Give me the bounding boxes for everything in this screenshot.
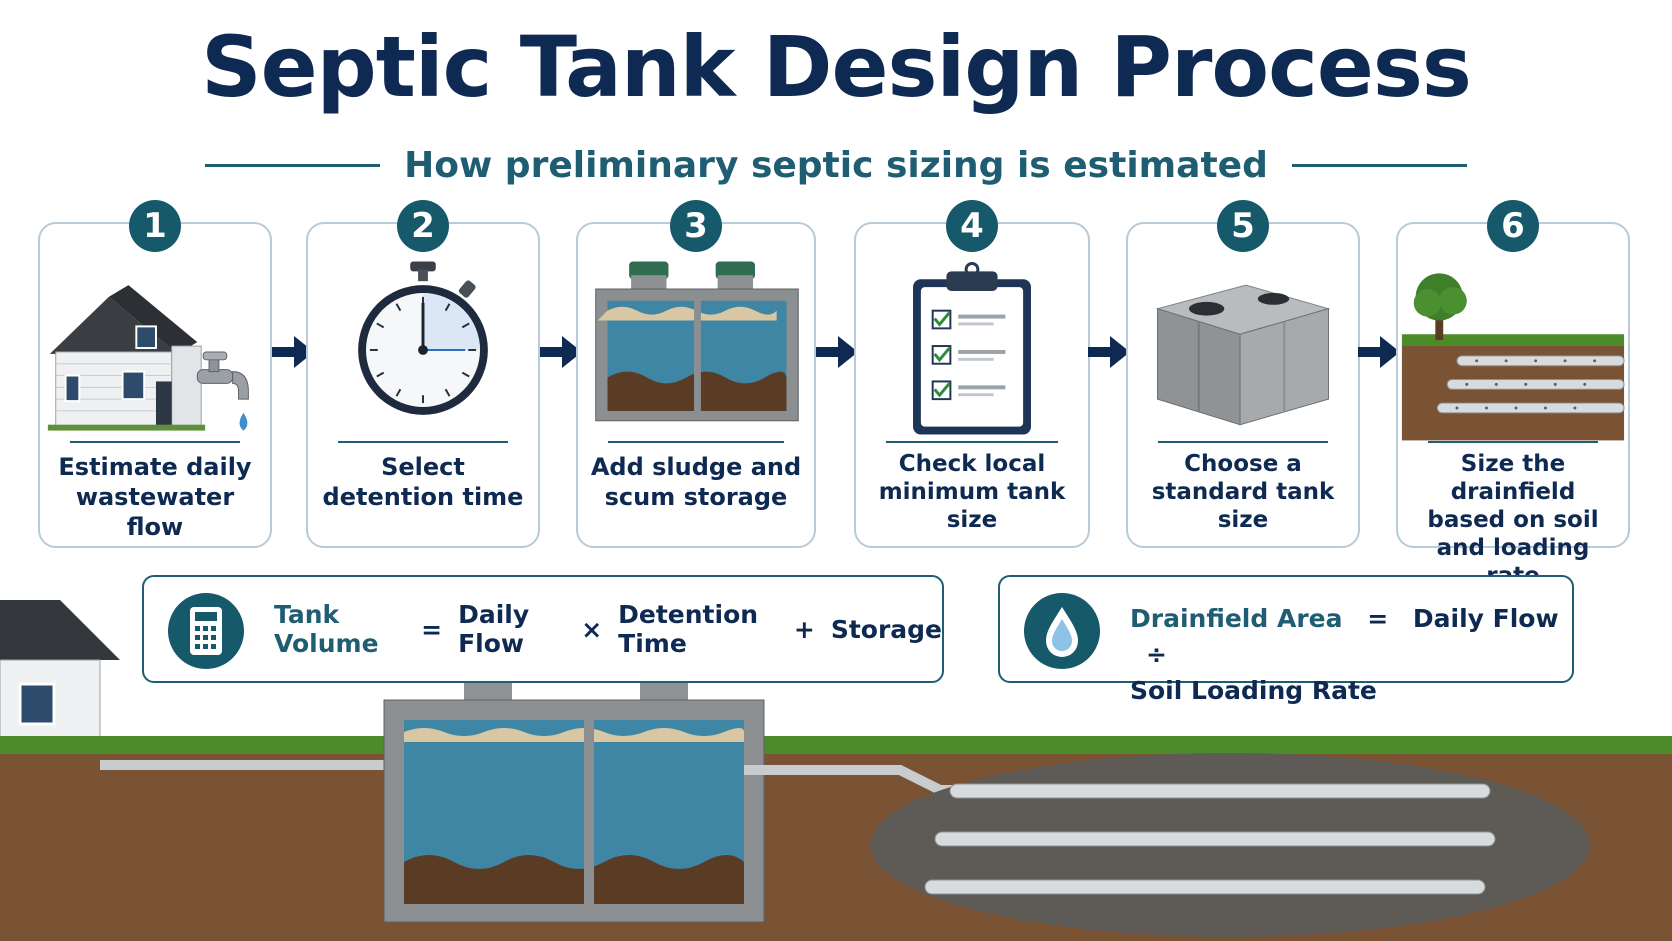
drainfield-area-formula: Drainfield Area = Daily Flow ÷ Soil Load…: [998, 575, 1574, 705]
concrete-tank-icon: [1155, 284, 1331, 426]
step-card-6: 6 Size the drainfield based on soil and …: [1396, 200, 1630, 589]
equals-sign: =: [1367, 604, 1389, 633]
formula-term: Soil Loading Rate: [1130, 676, 1377, 705]
formula-expression: Tank Volume = Daily Flow × Detention Tim…: [274, 577, 942, 681]
house-faucet-icon: [47, 285, 249, 431]
step-number: 5: [1217, 200, 1269, 252]
step-label: Choose a standard tank size: [1151, 451, 1335, 533]
step-card-5: 5 Choose a standard tank size: [1126, 200, 1360, 548]
grass-layer: [0, 736, 1672, 754]
step-divider: [1428, 441, 1598, 443]
drain-pipe: [934, 831, 1496, 847]
multiply-sign: ×: [581, 614, 603, 644]
arrow-right-icon: [1088, 336, 1130, 368]
formula-result: Drainfield Area: [1130, 604, 1343, 633]
tank-cross-section-icon: [595, 261, 799, 422]
water-drop-icon: [1024, 593, 1100, 669]
page-title: Septic Tank Design Process: [201, 18, 1472, 116]
subtitle-rule-right: [1291, 163, 1467, 167]
step-card-1: 1 Estimate daily wastewater flow: [38, 200, 272, 548]
divide-sign: ÷: [1146, 640, 1167, 669]
arrow-right-icon: [540, 336, 582, 368]
formula-result: Tank Volume: [274, 600, 379, 658]
step-card-3: 3 Add sludge and scum storage: [576, 200, 816, 548]
drain-pipe: [949, 783, 1491, 799]
step-divider: [1158, 441, 1328, 443]
arrow-right-icon: [816, 336, 858, 368]
step-label: Select detention time: [322, 453, 524, 511]
step-card-2: 2 Select detention time: [306, 200, 540, 548]
formula-term: Daily Flow: [458, 600, 530, 658]
step-divider: [886, 441, 1058, 443]
step-label: Size the drainfield based on soil and lo…: [1427, 451, 1599, 589]
step-number: 4: [946, 200, 998, 252]
arrow-right-icon: [1358, 336, 1400, 368]
step-label: Estimate daily wastewater flow: [58, 453, 252, 541]
tank-volume-formula: Tank Volume = Daily Flow × Detention Tim…: [142, 575, 944, 683]
step-number: 2: [397, 200, 449, 252]
subtitle-row: How preliminary septic sizing is estimat…: [0, 140, 1672, 190]
formula-term: Daily Flow: [1412, 604, 1559, 633]
equals-sign: =: [421, 614, 443, 644]
plus-sign: +: [793, 614, 815, 644]
drain-pipe: [924, 879, 1486, 895]
formula-expression: Drainfield Area = Daily Flow ÷ Soil Load…: [1130, 601, 1572, 709]
calculator-icon: [168, 593, 244, 669]
step-divider: [70, 441, 240, 443]
arrow-right-icon: [272, 336, 314, 368]
step-number: 6: [1487, 200, 1539, 252]
septic-system-scene: [0, 600, 1672, 941]
step-number: 1: [129, 200, 181, 252]
step-card-4: 4 Check local minimum tank size: [854, 200, 1090, 548]
formula-term: Storage: [830, 614, 942, 644]
subtitle: How preliminary septic sizing is estimat…: [404, 144, 1268, 186]
step-number: 3: [670, 200, 722, 252]
step-divider: [608, 441, 784, 443]
subtitle-rule-left: [205, 163, 381, 167]
checklist-clipboard-icon: [913, 262, 1031, 435]
step-label: Add sludge and scum storage: [590, 453, 802, 511]
drainfield-pipes-icon: [1401, 273, 1625, 441]
formula-term: Detention Time: [618, 600, 759, 658]
step-label: Check local minimum tank size: [878, 451, 1066, 533]
step-divider: [338, 441, 508, 443]
septic-tank-illustration: [383, 662, 765, 923]
stopwatch-icon: [358, 261, 488, 415]
